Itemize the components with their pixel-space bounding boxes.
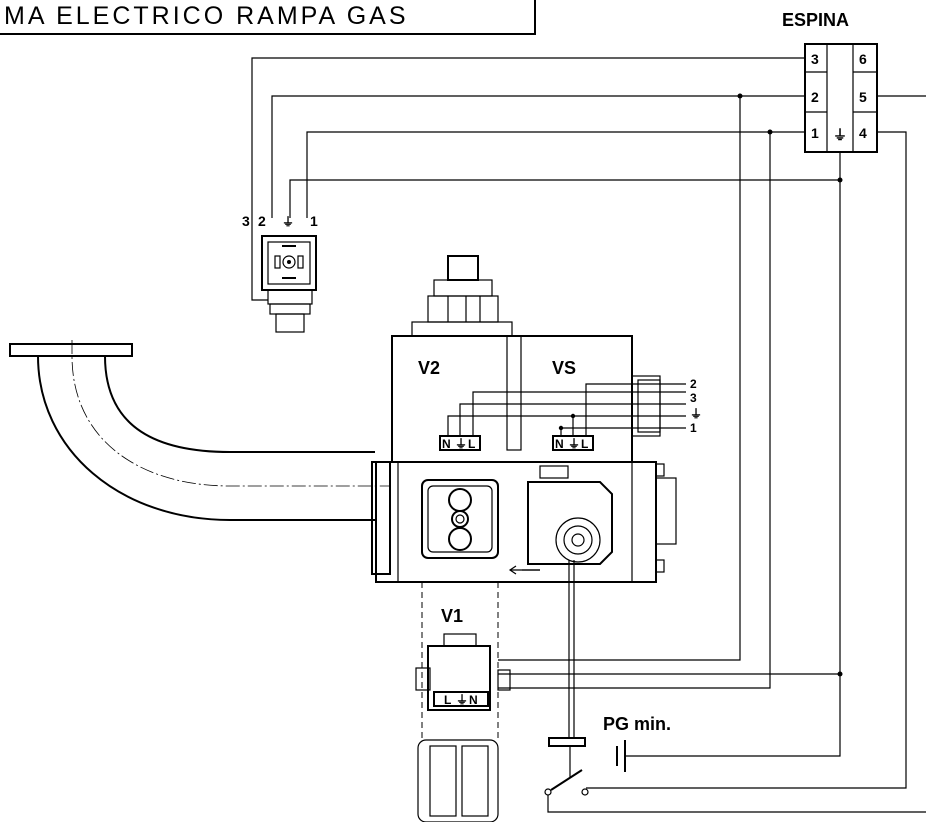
pin-3: 3 — [811, 51, 819, 67]
label-v1: V1 — [441, 606, 463, 626]
vs-wire-3: 3 — [690, 391, 697, 405]
diagram-title: MA ELECTRICO RAMPA GAS — [4, 2, 409, 30]
pin-2: 2 — [811, 89, 819, 105]
solenoid-plug: 3 2 ⏚ 1 — [242, 213, 318, 333]
connector-label: ESPINA — [782, 10, 849, 30]
pin-6: 6 — [859, 51, 867, 67]
espina-connector: ESPINA 3 6 2 5 1 ⏚ 4 — [782, 10, 878, 153]
vs-wire-2: 2 — [690, 377, 697, 391]
vs-wire-ground: ⏚ — [690, 407, 702, 421]
plug-pin-3: 3 — [242, 213, 250, 229]
valve-body-upper: V2 VS N ⏚ L N ⏚ L 2 3 ⏚ 1 — [391, 255, 702, 463]
vs-terminal-ground: ⏚ — [568, 437, 580, 451]
v1-terminal-n: N — [469, 693, 478, 707]
pin-1: 1 — [811, 125, 819, 141]
pressure-switch-label: PG min. — [603, 714, 671, 734]
title-block: MA ELECTRICO RAMPA GAS — [0, 0, 536, 35]
plug-ground: ⏚ — [282, 215, 294, 229]
label-v2: V2 — [418, 358, 440, 378]
plug-pin-1: 1 — [310, 213, 318, 229]
vs-wire-1: 1 — [690, 421, 697, 435]
pin-5: 5 — [859, 89, 867, 105]
pressure-switch: PG min. — [544, 560, 671, 796]
v1-terminal-ground: ⏚ — [456, 693, 468, 707]
pin-4: 4 — [859, 125, 867, 141]
label-vs: VS — [552, 358, 576, 378]
v2-terminal-n: N — [442, 437, 451, 451]
plug-pin-2: 2 — [258, 213, 266, 229]
valve-v1: V1 L ⏚ N — [415, 582, 511, 822]
v2-terminal-l: L — [468, 437, 475, 451]
vs-terminal-l: L — [581, 437, 588, 451]
gas-pipe — [9, 340, 391, 575]
wiring — [251, 57, 926, 813]
ground-symbol: ⏚ — [833, 127, 847, 143]
v1-terminal-l: L — [444, 693, 451, 707]
v2-terminal-ground: ⏚ — [455, 437, 467, 451]
valve-body-lower — [375, 461, 677, 583]
vs-terminal-n: N — [555, 437, 564, 451]
